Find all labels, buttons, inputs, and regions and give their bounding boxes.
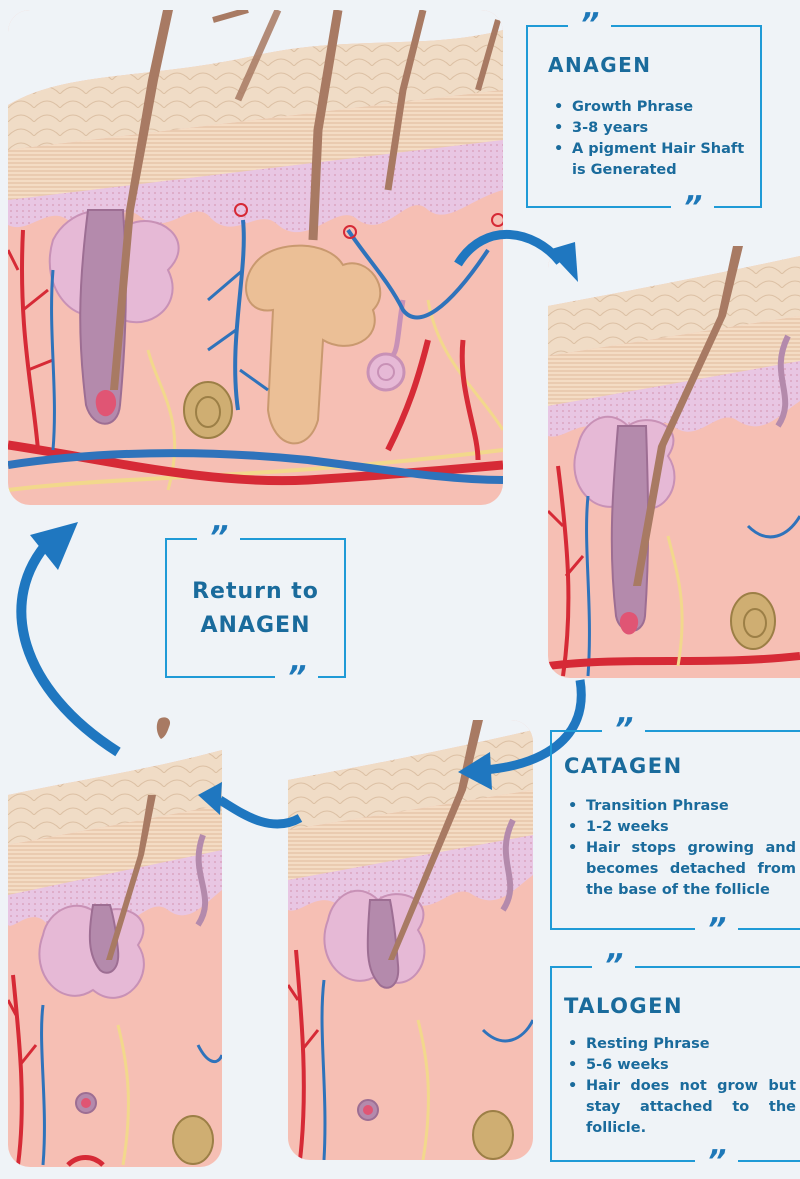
close-quote-mark: ” xyxy=(671,193,714,223)
catagen-info-box: ” CATAGEN Transition Phrase 1-2 weeks Ha… xyxy=(550,730,800,930)
anagen-item: 3-8 years xyxy=(552,118,758,139)
talogen-info-box: ” TALOGEN Resting Phrase 5-6 weeks Hair … xyxy=(550,966,800,1162)
catagen-list: Transition Phrase 1-2 weeks Hair stops g… xyxy=(566,796,796,901)
return-line-1: Return to xyxy=(167,576,344,608)
arrow-to-talogen-head xyxy=(198,782,222,815)
anagen-item: Growth Phrase xyxy=(552,97,758,118)
arrow-to-talogen xyxy=(220,800,300,824)
talogen-item: Resting Phrase xyxy=(566,1034,796,1055)
open-quote-mark: ” xyxy=(602,715,645,745)
catagen-title: CATAGEN xyxy=(564,754,683,778)
anagen-list: Growth Phrase 3-8 years A pigment Hair S… xyxy=(552,97,758,181)
open-quote-mark: ” xyxy=(197,523,240,553)
close-quote-mark: ” xyxy=(695,915,738,945)
open-quote-mark: ” xyxy=(568,10,611,40)
talogen-item: 5-6 weeks xyxy=(566,1055,796,1076)
talogen-title: TALOGEN xyxy=(564,994,683,1018)
close-quote-mark: ” xyxy=(275,663,318,693)
talogen-item: Hair does not grow but stay attached to … xyxy=(566,1076,796,1139)
return-line-2: ANAGEN xyxy=(167,610,344,642)
return-anagen-box: ” Return to ANAGEN ” xyxy=(165,538,346,678)
arrow-return-anagen xyxy=(21,540,118,752)
catagen-item: Hair stops growing and becomes detached … xyxy=(566,838,796,901)
catagen-item: Transition Phrase xyxy=(566,796,796,817)
talogen-list: Resting Phrase 5-6 weeks Hair does not g… xyxy=(566,1034,796,1139)
anagen-item: A pigment Hair Shaft is Generated xyxy=(552,139,758,181)
arrow-anagen-to-catagen xyxy=(458,234,560,264)
anagen-title: ANAGEN xyxy=(548,53,652,77)
arrow-catagen-down-head xyxy=(458,752,492,790)
anagen-info-box: ” ANAGEN Growth Phrase 3-8 years A pigme… xyxy=(526,25,762,208)
close-quote-mark: ” xyxy=(695,1147,738,1177)
open-quote-mark: ” xyxy=(592,951,635,981)
catagen-item: 1-2 weeks xyxy=(566,817,796,838)
